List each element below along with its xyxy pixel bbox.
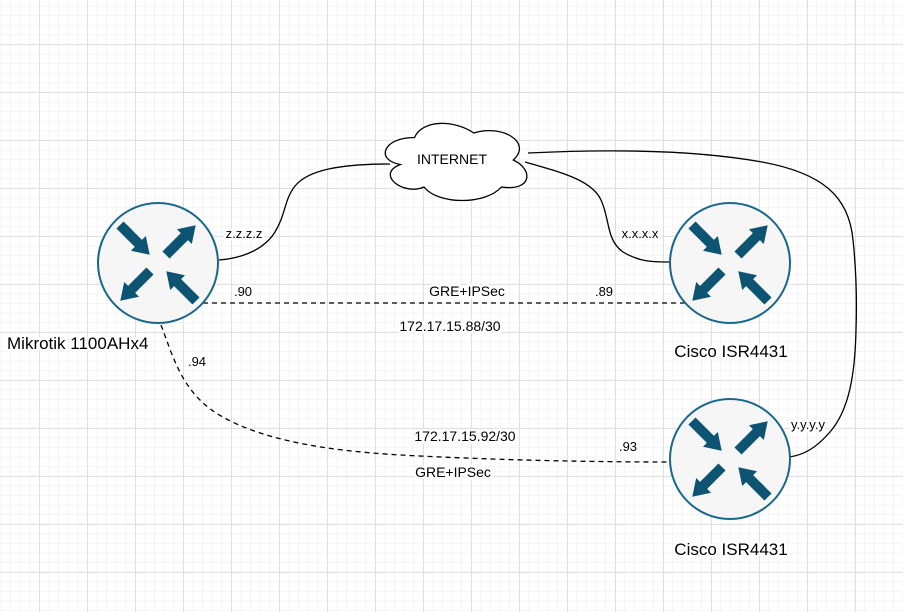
router-node-cisco-bottom[interactable] <box>669 398 791 520</box>
edge-wan-mikrotik-to-cloud[interactable] <box>218 163 391 261</box>
label-wan-ip-cisco-top: x.x.x.x <box>622 226 659 241</box>
label-tunnel-top-left-ip: .90 <box>234 284 252 299</box>
label-tunnel-bottom-right-ip: .93 <box>619 439 637 454</box>
label-tunnel-top-right-ip: .89 <box>595 284 613 299</box>
internet-cloud[interactable]: INTERNET <box>384 122 528 202</box>
internet-label: INTERNET <box>417 151 487 167</box>
cloud-shape <box>384 122 528 202</box>
router-node-cisco-top[interactable] <box>669 202 791 324</box>
label-tunnel-bottom-protocol: GRE+IPSec <box>415 464 491 480</box>
label-cisco-top: Cisco ISR4431 <box>674 342 787 361</box>
label-tunnel-top-protocol: GRE+IPSec <box>429 283 505 299</box>
router-icon <box>669 202 791 324</box>
router-icon <box>669 398 791 520</box>
edge-tunnel-bottom[interactable] <box>160 324 671 463</box>
router-icon <box>97 202 219 324</box>
edge-cloud-to-cisco-top[interactable] <box>524 161 671 263</box>
label-wan-ip-cisco-bottom: y.y.y.y <box>791 417 825 432</box>
label-tunnel-bottom-subnet: 172.17.15.92/30 <box>414 428 515 444</box>
label-mikrotik: Mikrotik 1100AHx4 <box>7 334 148 353</box>
label-tunnel-top-subnet: 172.17.15.88/30 <box>399 318 500 334</box>
edge-cloud-to-cisco-bottom[interactable] <box>527 150 858 458</box>
label-wan-ip-mikrotik: z.z.z.z <box>226 226 263 241</box>
label-cisco-bottom: Cisco ISR4431 <box>674 540 787 559</box>
router-node-mikrotik[interactable] <box>97 202 219 324</box>
label-tunnel-bottom-left-ip: .94 <box>188 354 206 369</box>
